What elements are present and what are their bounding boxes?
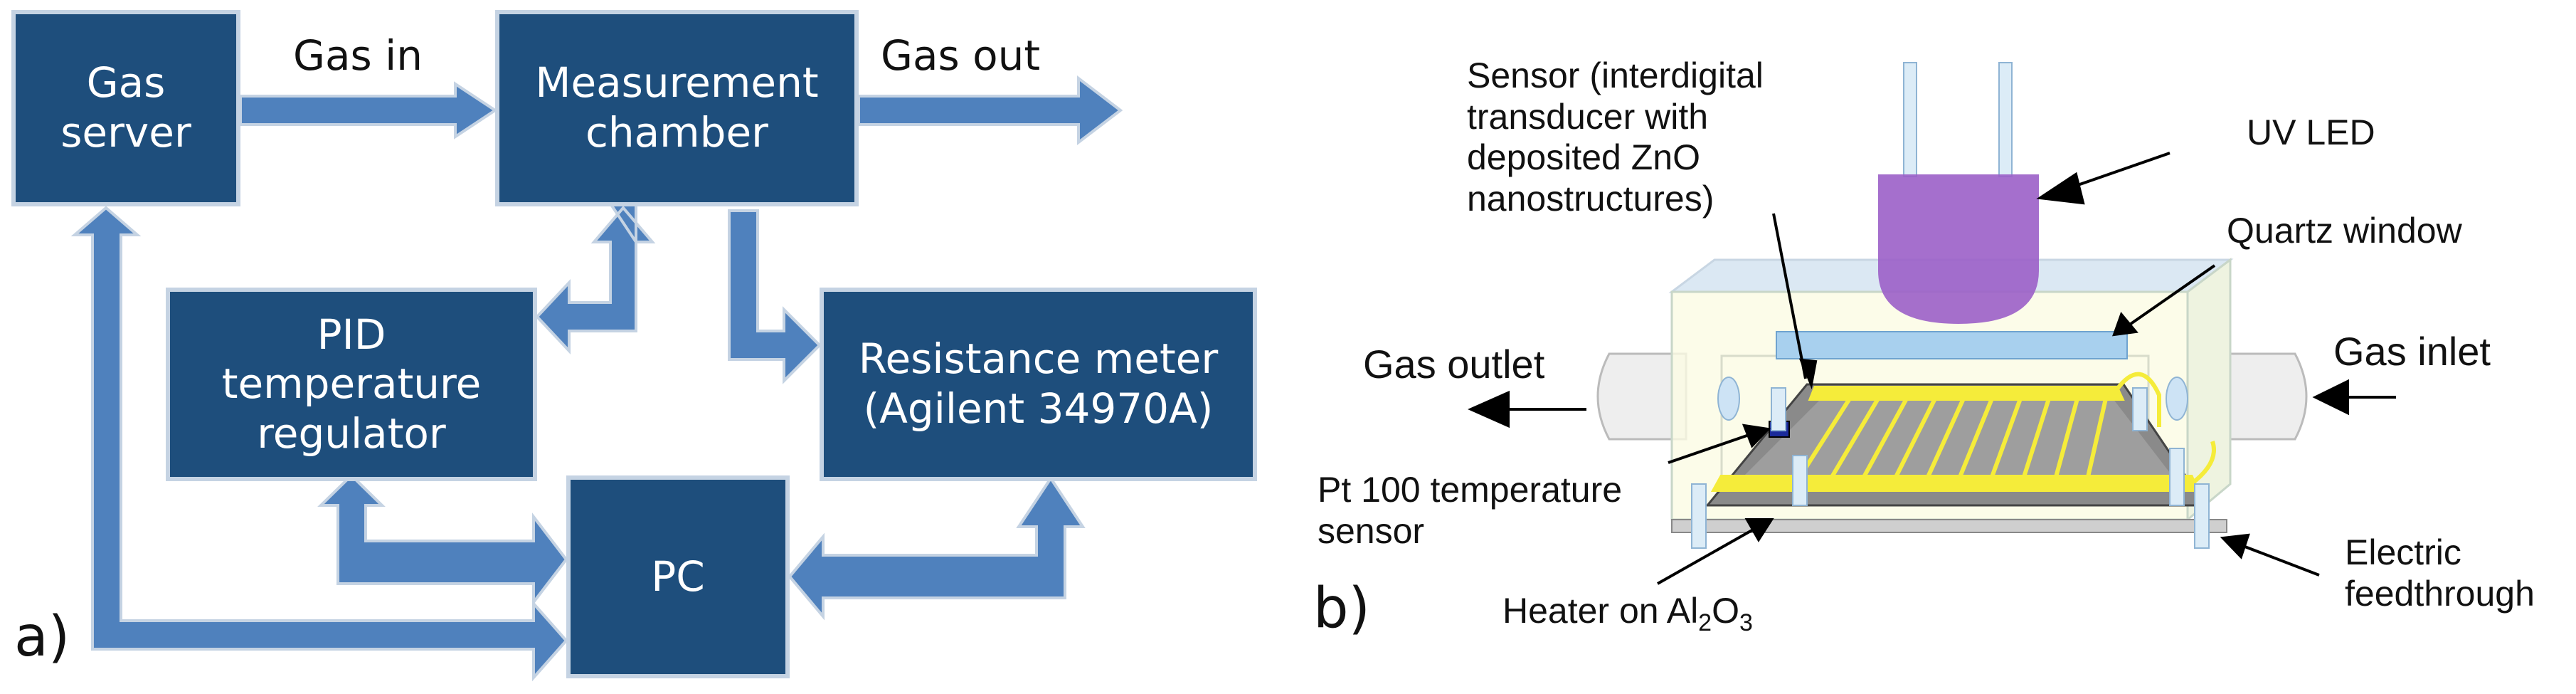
heater-label-text: Heater on Al (1502, 591, 1699, 631)
quartz-pointer (2122, 264, 2216, 330)
heater-pointer (1657, 524, 1761, 585)
quartz-window (1776, 331, 2128, 359)
chamber-meter-arrow (728, 209, 822, 384)
heater-label-sub2: 3 (1739, 609, 1753, 636)
gas-out-arrow (857, 75, 1123, 146)
gas-server-block: Gas server (11, 10, 240, 206)
uv-led (1878, 174, 2039, 324)
uv-led-pointer (2073, 152, 2170, 188)
sensor-pointer (1772, 213, 1807, 379)
led-pin-right (1998, 62, 2013, 177)
feedthrough-pointer (2233, 541, 2320, 577)
uv-led-label: UV LED (2247, 112, 2375, 152)
feedthrough-posts (1691, 387, 2210, 549)
gas-in-label: Gas in (293, 31, 423, 80)
resistance-meter-block: Resistance meter (Agilent 34970A) (820, 288, 1257, 481)
pid-regulator-block: PID temperature regulator (166, 288, 537, 481)
electric-feedthrough-label: Electric feedthrough (2345, 532, 2535, 614)
interdigital-electrodes (1710, 372, 2216, 492)
server-pc-arrow (70, 206, 568, 682)
heater-label-o: O (1712, 591, 1739, 631)
quartz-window-label: Quartz window (2227, 211, 2462, 251)
panel-b-label: b) (1313, 577, 1370, 641)
gas-in-arrow (239, 81, 498, 140)
pt100-label: Pt 100 temperature sensor (1318, 470, 1623, 551)
chamber-housing-side (2186, 258, 2232, 522)
led-pin-left (1903, 62, 1917, 177)
heater-plate (1671, 519, 2227, 533)
port-left (1717, 377, 1740, 421)
pt100-pointer (1668, 431, 1758, 464)
gas-inlet-label: Gas inlet (2333, 329, 2491, 374)
port-right (2166, 377, 2188, 421)
outlet-tube (1596, 352, 1687, 441)
chamber-pid-arrow (535, 202, 656, 355)
heater-label-sub1: 2 (1698, 609, 1712, 636)
pc-block: PC (566, 475, 790, 678)
sensor-label: Sensor (interdigital transducer with dep… (1467, 56, 1764, 219)
gas-out-label: Gas out (881, 31, 1041, 80)
heater-label: Heater on Al2O3 (1502, 591, 1753, 637)
measurement-chamber-block: Measurement chamber (495, 10, 859, 206)
panel-a-label: a) (14, 605, 70, 669)
gas-outlet-label: Gas outlet (1363, 342, 1545, 387)
